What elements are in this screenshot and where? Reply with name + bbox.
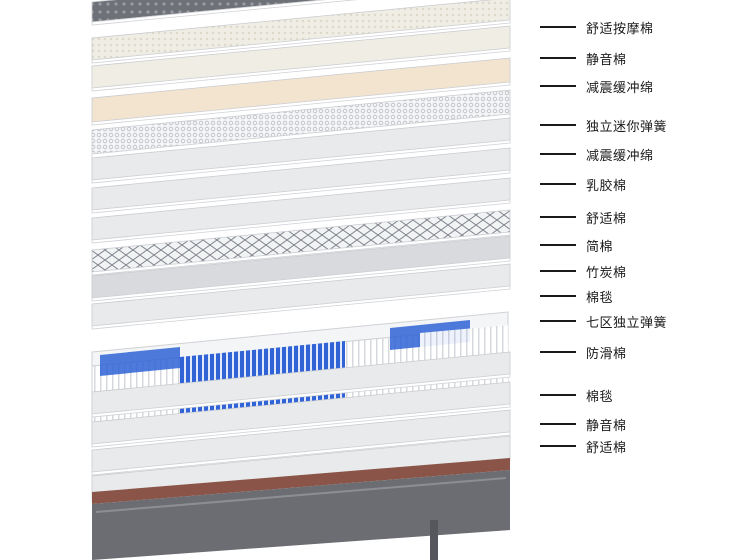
layer-2-cream	[91, 25, 511, 92]
leader-line	[540, 423, 576, 425]
layer-front-edge	[91, 199, 511, 244]
base-top-surface	[92, 458, 510, 504]
leader-line	[540, 85, 576, 87]
layer-10-light-gray	[91, 263, 511, 330]
label-row-shock-2: 减震缓冲绵	[540, 145, 654, 164]
label-row-comfort-massage: 舒适按摩棉	[540, 18, 654, 37]
layer-8-mesh	[91, 209, 511, 276]
layer-12-light-gray	[91, 351, 511, 418]
layer-front-edge	[91, 81, 511, 126]
label-row-comfort-2: 舒适棉	[540, 437, 627, 456]
bed-base-frame	[92, 458, 510, 560]
layer-front-edge	[91, 373, 511, 418]
layer-1-textured-cream	[91, 0, 511, 64]
layer-front-edge	[91, 47, 511, 92]
label-row-zoned: 七区独立弹簧	[540, 312, 668, 331]
leader-line	[540, 183, 576, 185]
layer-5-light-gray	[91, 117, 511, 184]
layer-front-edge	[91, 0, 358, 26]
label-row-shock-1: 减震缓冲绵	[540, 77, 654, 96]
layer-0-top-quilt	[91, 0, 358, 26]
leader-line	[540, 270, 576, 272]
leader-line	[540, 394, 576, 396]
leader-line	[540, 57, 576, 59]
layer-6-light-gray	[91, 147, 511, 214]
layer-14-light-gray	[91, 409, 511, 476]
label-row-bamboo: 竹炭棉	[540, 262, 627, 281]
label-row-silent: 静音棉	[540, 49, 627, 68]
label-row-comfort-1: 舒适棉	[540, 208, 627, 227]
layer-label-seven-zone-springs: 七区独立弹簧	[586, 315, 668, 331]
leader-line	[540, 26, 576, 28]
label-row-latex: 乳胶棉	[540, 175, 627, 194]
layer-label-silent-cotton: 静音棉	[586, 52, 627, 68]
layer-label-silent-2: 静音棉	[586, 418, 627, 434]
leader-line	[540, 216, 576, 218]
label-row-blanket-1: 棉毯	[540, 287, 614, 306]
layer-label-comfort-massage-cotton: 舒适按摩棉	[586, 21, 654, 37]
leader-line	[540, 295, 576, 297]
layer-label-blanket-1: 棉毯	[586, 290, 614, 306]
layer-front-edge	[91, 257, 511, 302]
layer-9-gray	[91, 235, 511, 302]
base-seam	[95, 477, 507, 513]
layer-13-light-gray	[91, 381, 511, 448]
layer-label-comfort-1: 舒适棉	[586, 211, 627, 227]
layer-label-jian-cotton: 简棉	[586, 239, 614, 255]
label-row-anti-slip: 防滑棉	[540, 343, 627, 362]
layer-7-light-gray	[91, 177, 511, 244]
leader-line	[540, 244, 576, 246]
layer-label-shock-absorbing-1: 减震缓冲绵	[586, 80, 654, 96]
layer-label-bamboo-charcoal: 竹炭棉	[586, 265, 627, 281]
layer-label-shock-absorbing-2: 减震缓冲绵	[586, 148, 654, 164]
layer-front-edge	[91, 19, 511, 64]
leader-line	[540, 320, 576, 322]
layer-3-beige	[91, 57, 511, 126]
label-row-silent-2: 静音棉	[540, 415, 627, 434]
label-row-mini-springs: 独立迷你弹簧	[540, 116, 668, 135]
layer-label-blanket-2: 棉毯	[586, 389, 614, 405]
label-row-blanket-2: 棉毯	[540, 386, 614, 405]
layer-front-edge	[91, 403, 511, 448]
leader-line	[540, 351, 576, 353]
layer-front-edge	[91, 431, 511, 476]
base-front-panel	[92, 470, 510, 560]
springs-blue-zone-left	[100, 347, 180, 376]
leader-line	[540, 445, 576, 447]
layer-front-edge	[91, 285, 511, 330]
layer-label-mini-springs: 独立迷你弹簧	[586, 119, 668, 135]
label-row-jian: 简棉	[540, 236, 614, 255]
leader-line	[540, 153, 576, 155]
layer-label-anti-slip: 防滑棉	[586, 346, 627, 362]
leader-line	[540, 124, 576, 126]
layer-label-latex: 乳胶棉	[586, 178, 627, 194]
layer-front-edge	[91, 139, 511, 184]
layer-front-edge	[91, 169, 511, 214]
layer-label-comfort-2: 舒适棉	[586, 440, 627, 456]
layer-front-edge	[91, 231, 511, 276]
base-leg	[430, 520, 438, 560]
